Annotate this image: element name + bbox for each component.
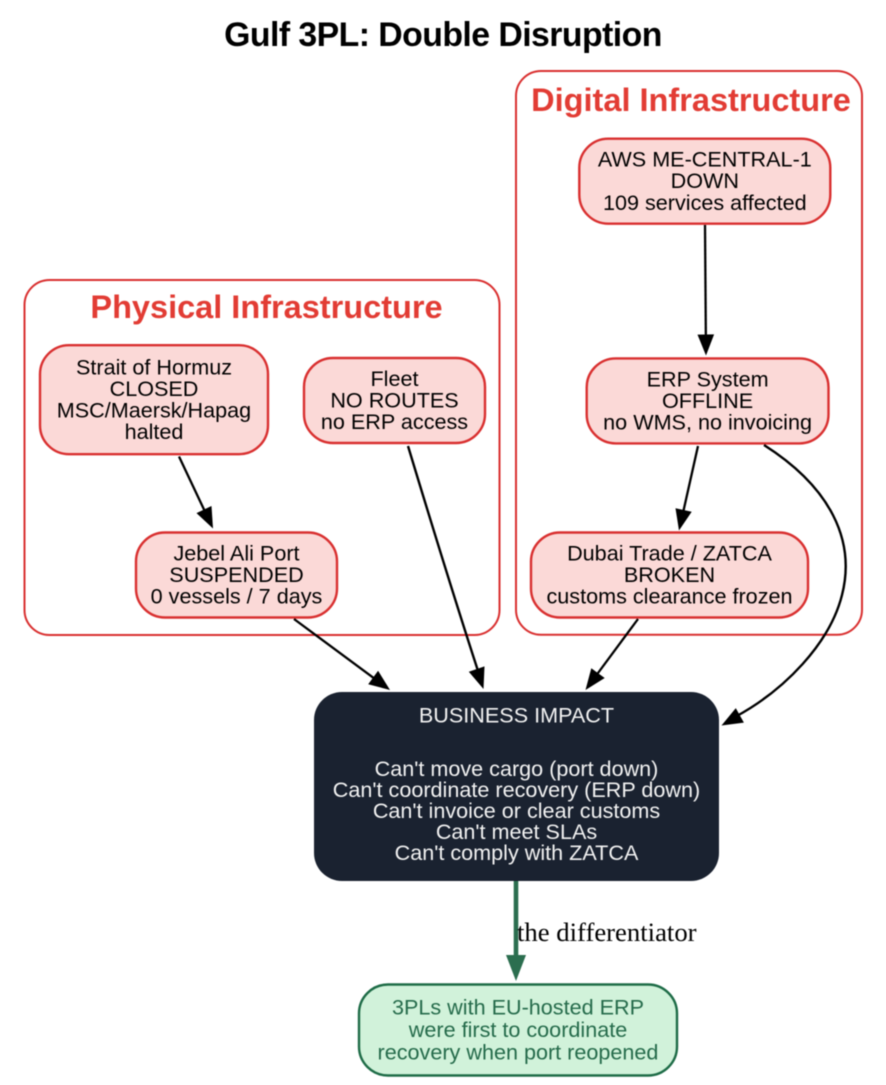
svg-text:109 services affected: 109 services affected: [603, 190, 807, 215]
svg-text:CLOSED: CLOSED: [110, 376, 199, 401]
svg-text:3PLs with EU-hosted ERP: 3PLs with EU-hosted ERP: [392, 995, 644, 1020]
svg-text:ERP System: ERP System: [647, 366, 769, 391]
svg-text:NO ROUTES: NO ROUTES: [330, 388, 458, 413]
svg-text:Physical Infrastructure: Physical Infrastructure: [90, 289, 442, 325]
svg-text:BUSINESS IMPACT: BUSINESS IMPACT: [419, 703, 614, 728]
svg-text:MSC/Maersk/Hapag: MSC/Maersk/Hapag: [57, 398, 251, 423]
svg-text:no WMS, no invoicing: no WMS, no invoicing: [603, 410, 812, 435]
svg-text:the differentiator: the differentiator: [517, 917, 697, 947]
svg-text:Can't meet SLAs: Can't meet SLAs: [436, 819, 598, 844]
svg-text:Dubai Trade / ZATCA: Dubai Trade / ZATCA: [567, 540, 772, 565]
svg-text:AWS ME-CENTRAL-1: AWS ME-CENTRAL-1: [598, 147, 812, 172]
svg-text:Can't comply with ZATCA: Can't comply with ZATCA: [395, 840, 639, 865]
svg-text:Jebel Ali Port: Jebel Ali Port: [173, 540, 299, 565]
svg-text:Digital Infrastructure: Digital Infrastructure: [531, 82, 851, 118]
svg-text:no ERP access: no ERP access: [321, 409, 468, 434]
svg-text:were first to coordinate: were first to coordinate: [408, 1017, 627, 1042]
svg-text:recovery when port reopened: recovery when port reopened: [378, 1039, 659, 1064]
svg-text:0 vessels / 7 days: 0 vessels / 7 days: [151, 584, 323, 609]
svg-text:Fleet: Fleet: [370, 366, 418, 391]
svg-text:Can't move cargo (port down): Can't move cargo (port down): [375, 756, 659, 781]
svg-text:Can't coordinate recovery (ERP: Can't coordinate recovery (ERP down): [333, 777, 700, 802]
svg-text:DOWN: DOWN: [671, 168, 739, 193]
svg-text:SUSPENDED: SUSPENDED: [169, 562, 303, 587]
svg-text:Can't invoice or clear customs: Can't invoice or clear customs: [373, 798, 661, 823]
svg-text:Gulf 3PL: Double Disruption: Gulf 3PL: Double Disruption: [224, 16, 662, 54]
svg-text:halted: halted: [125, 419, 184, 444]
svg-text:customs clearance frozen: customs clearance frozen: [546, 584, 792, 609]
svg-text:OFFLINE: OFFLINE: [662, 388, 753, 413]
svg-text:BROKEN: BROKEN: [624, 562, 715, 587]
svg-text:Strait of Hormuz: Strait of Hormuz: [76, 354, 232, 379]
